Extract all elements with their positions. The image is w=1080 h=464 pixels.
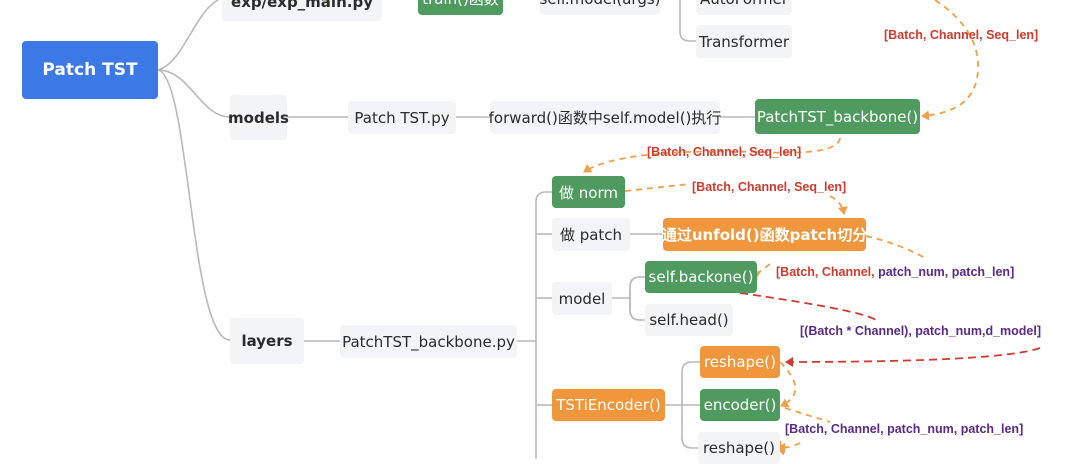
train-function-node[interactable]: train()函数 xyxy=(418,0,503,15)
shape-annotation-3: [Batch, Channel, Seq_len] xyxy=(692,180,847,194)
patchtst-backbone-py-node[interactable]: PatchTST_backbone.py xyxy=(340,325,517,358)
layers-node[interactable]: layers xyxy=(230,318,304,364)
self-model-args-node[interactable]: self.model(args) xyxy=(540,0,661,15)
forward-node[interactable]: forward()函数中self.model()执行 xyxy=(489,101,721,134)
encoder-node[interactable]: encoder() xyxy=(700,389,780,421)
shape-annotation-6-purple: patch_num, patch_len] xyxy=(887,422,1024,436)
unfold-node[interactable]: 通过unfold()函数patch切分 xyxy=(662,218,867,251)
transformer-node[interactable]: Transformer xyxy=(696,25,792,58)
shape-annotation-5-red: [(Batch * Channel), xyxy=(800,324,916,338)
shape-annotation-2: [Batch, Channel, Seq_len] xyxy=(647,145,802,159)
patchtst-backbone-node[interactable]: PatchTST_backbone() xyxy=(755,99,920,134)
shape-annotation-5-purple: patch_num,d_model] xyxy=(915,324,1042,338)
reshape-node-1[interactable]: reshape() xyxy=(700,346,780,378)
patchtst-py-node[interactable]: Patch TST.py xyxy=(348,101,456,134)
shape-annotation-1: [Batch, Channel, Seq_len] xyxy=(884,28,1039,42)
models-node[interactable]: models xyxy=(228,95,289,140)
shape-annotation-6: [Batch, Channel, patch_num, patch_len] xyxy=(785,422,1023,436)
patch-node[interactable]: 做 patch xyxy=(552,218,630,251)
reshape-node-2[interactable]: reshape() xyxy=(698,432,780,464)
shape-annotation-4: [Batch, Channel, patch_num, patch_len] xyxy=(776,265,1014,279)
root-node[interactable]: Patch TST xyxy=(22,41,158,99)
self-backone-node[interactable]: self.backone() xyxy=(645,261,757,293)
autoformer-node[interactable]: AutoFormer xyxy=(696,0,792,15)
exp-main-node[interactable]: exp/exp_main.py xyxy=(222,0,382,21)
self-head-node[interactable]: self.head() xyxy=(645,304,733,336)
model-node[interactable]: model xyxy=(552,282,612,315)
tstiencoder-node[interactable]: TSTiEncoder() xyxy=(552,389,665,421)
shape-annotation-4-red: [Batch, Channel, xyxy=(776,265,879,279)
shape-annotation-4-purple: patch_num, patch_len] xyxy=(878,265,1015,279)
shape-annotation-6-red: [Batch, Channel, xyxy=(785,422,888,436)
norm-node[interactable]: 做 norm xyxy=(552,176,625,208)
shape-annotation-5: [(Batch * Channel), patch_num,d_model] xyxy=(800,324,1041,338)
